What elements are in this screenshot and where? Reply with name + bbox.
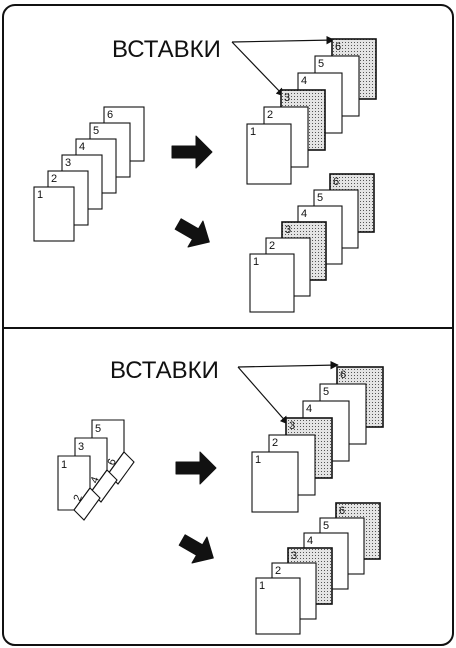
sheet-number-4: 4 bbox=[306, 403, 312, 415]
sheet-number-2: 2 bbox=[272, 437, 278, 449]
sheet-number-6: 6 bbox=[107, 109, 113, 121]
sheet-number-5: 5 bbox=[318, 58, 324, 70]
sheet-number-3: 3 bbox=[284, 92, 290, 104]
sheet-number-1: 1 bbox=[61, 459, 67, 471]
inserts-label-top: ВСТАВКИ bbox=[112, 36, 221, 63]
flow-arrow-top-right bbox=[171, 135, 213, 169]
sheet-number-6: 6 bbox=[335, 41, 341, 53]
sheet-stack-duplex-source-p2: 5 6 3 4 1 2 bbox=[57, 419, 135, 521]
callout-arrow-bottom-to-sheet-6 bbox=[237, 360, 339, 370]
callout-arrow-top-to-sheet-6 bbox=[231, 35, 335, 45]
callout-arrow-top-to-sheet-3 bbox=[231, 41, 285, 97]
sheet-number-1: 1 bbox=[255, 454, 261, 466]
sheet-number-6: 6 bbox=[106, 457, 119, 467]
duplex-sheet-back-2 bbox=[73, 487, 101, 521]
callout-arrows bbox=[231, 35, 339, 425]
sheet-number-4: 4 bbox=[307, 535, 313, 547]
sheet-number-6: 6 bbox=[333, 176, 339, 188]
sheet-number-3: 3 bbox=[285, 224, 291, 236]
sheet-1 bbox=[251, 451, 299, 513]
sheet-number-5: 5 bbox=[93, 125, 99, 137]
sheet-1 bbox=[246, 123, 292, 185]
sheet-1 bbox=[249, 253, 295, 313]
callout-arrow-bottom-to-sheet-3 bbox=[237, 366, 289, 425]
sheet-number-4: 4 bbox=[301, 208, 307, 220]
sheet-number-3: 3 bbox=[65, 157, 71, 169]
sheet-number-3: 3 bbox=[78, 441, 84, 453]
sheet-number-5: 5 bbox=[323, 520, 329, 532]
sheet-1 bbox=[33, 186, 75, 242]
sheet-number-4: 4 bbox=[301, 75, 307, 87]
inserts-label-bottom: ВСТАВКИ bbox=[110, 357, 219, 384]
sheet-1 bbox=[255, 577, 301, 635]
flow-arrow-bottom-down bbox=[178, 534, 214, 564]
flow-arrow-top-down bbox=[174, 218, 210, 248]
sheet-number-1: 1 bbox=[253, 256, 259, 268]
sheet-number-4: 4 bbox=[79, 141, 85, 153]
sheet-number-1: 1 bbox=[259, 580, 265, 592]
sheet-number-5: 5 bbox=[95, 423, 101, 435]
sheet-number-2: 2 bbox=[51, 173, 57, 185]
flow-arrows bbox=[171, 135, 217, 564]
sheet-number-2: 2 bbox=[269, 240, 275, 252]
sheet-number-3: 3 bbox=[289, 420, 295, 432]
sheet-number-5: 5 bbox=[317, 192, 323, 204]
sheet-number-2: 2 bbox=[275, 565, 281, 577]
sheet-number-3: 3 bbox=[291, 550, 297, 562]
sheet-number-1: 1 bbox=[37, 189, 43, 201]
sheet-number-2: 2 bbox=[72, 493, 85, 503]
sheet-number-6: 6 bbox=[339, 505, 345, 517]
sheet-number-6: 6 bbox=[340, 369, 346, 381]
sheet-number-1: 1 bbox=[250, 126, 256, 138]
outer-frame bbox=[2, 4, 454, 646]
sheet-number-4: 4 bbox=[89, 475, 102, 485]
sheet-number-5: 5 bbox=[323, 386, 329, 398]
sheet-number-2: 2 bbox=[267, 109, 273, 121]
flow-arrow-bottom-right bbox=[175, 451, 217, 485]
